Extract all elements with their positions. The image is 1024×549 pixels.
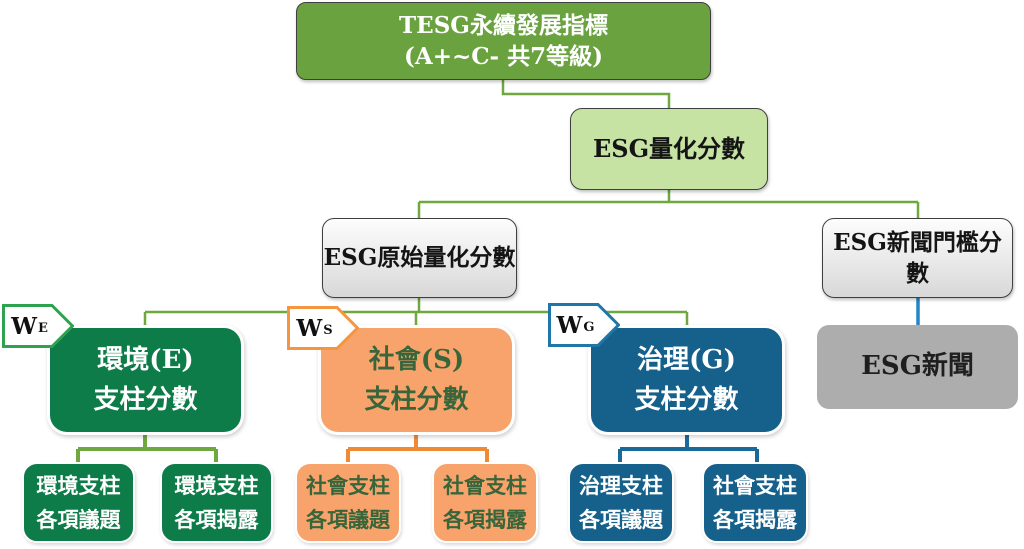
node-esg-quant-score: ESG量化分數 [570,108,768,190]
node-social-disclosures-line2: 各項揭露 [443,506,527,532]
node-env-topics-line2: 各項議題 [36,506,121,532]
node-gov-disclosures: 社會支柱 各項揭露 [702,462,808,543]
weight-symbol-s: W [296,314,323,342]
connector-pillar-s-children [346,433,489,464]
node-tesg-index-line2: (A+~C- 共7等級) [403,43,603,70]
weight-subscript-g: G [583,319,595,335]
node-pillar-governance-line2: 支柱分數 [634,385,739,415]
weight-subscript-e: E [37,320,48,336]
node-env-disclosures-line2: 各項揭露 [174,506,259,532]
node-env-topics: 環境支柱 各項議題 [22,462,135,543]
node-pillar-environment-line2: 支柱分數 [93,385,198,415]
weight-subscript-s: S [323,322,333,338]
node-social-topics-line1: 社會支柱 [306,472,390,498]
node-pillar-social-line1: 社會(S) [368,344,465,375]
node-esg-news: ESG新聞 [817,325,1018,409]
node-social-disclosures: 社會支柱 各項揭露 [432,462,538,543]
node-tesg-index: TESG永續發展指標 (A+~C- 共7等級) [296,2,711,80]
node-gov-topics-line1: 治理支柱 [579,472,663,498]
connector-root-to-quant [501,78,671,110]
flag-pennant-shape-e [2,304,74,348]
node-gov-topics: 治理支柱 各項議題 [568,462,674,543]
node-gov-topics-line2: 各項議題 [579,506,663,532]
node-esg-news-label: ESG新聞 [861,351,974,382]
node-tesg-index-line1: TESG永續發展指標 [399,11,608,39]
flag-polygon-e [2,304,74,348]
node-esg-raw-quant-score-label: ESG原始量化分數 [323,244,516,272]
node-social-topics-line2: 各項議題 [306,506,390,532]
node-pillar-governance-line1: 治理(G) [637,344,736,375]
node-esg-raw-quant-score: ESG原始量化分數 [322,218,517,298]
node-esg-quant-score-label: ESG量化分數 [592,133,746,163]
node-env-disclosures-line1: 環境支柱 [174,472,259,498]
weight-symbol-g: W [556,311,583,339]
connector-pillar-g-children [618,433,759,464]
node-pillar-environment: 環境(E) 支柱分數 [47,325,244,435]
node-pillar-environment-line1: 環境(E) [97,344,194,375]
node-pillar-social-line2: 支柱分數 [364,385,469,415]
connector-quant-split [417,188,920,220]
node-esg-news-threshold-score-label: ESG新聞門檻分數 [833,228,1002,287]
weight-symbol-e: W [11,312,37,340]
node-gov-disclosures-line1: 社會支柱 [713,472,797,498]
node-social-disclosures-line1: 社會支柱 [443,472,527,498]
node-env-disclosures: 環境支柱 各項揭露 [160,462,273,543]
node-esg-news-threshold-score: ESG新聞門檻分數 [822,218,1013,298]
node-gov-disclosures-line2: 各項揭露 [713,506,797,532]
connector-pillar-e-children [76,433,218,464]
node-env-topics-line1: 環境支柱 [36,472,121,498]
node-social-topics: 社會支柱 各項議題 [295,462,401,543]
